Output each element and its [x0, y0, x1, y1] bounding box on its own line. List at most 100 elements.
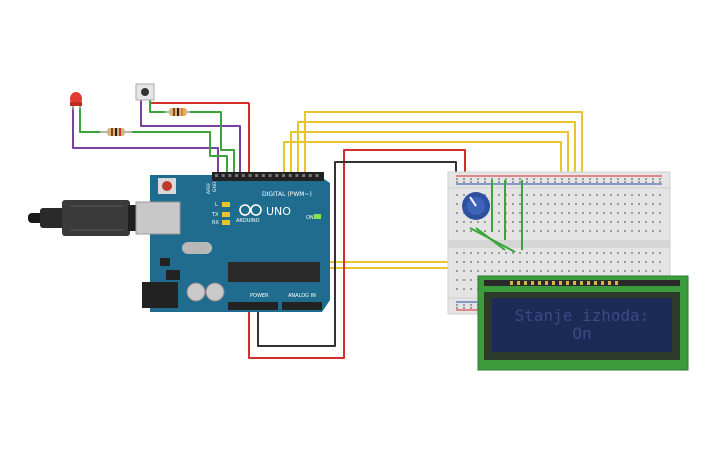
lcd-pin [573, 281, 576, 285]
rail-hole [582, 181, 584, 183]
lcd-pin [559, 281, 562, 285]
terminal-hole [561, 221, 563, 223]
wire-red-5v[interactable] [248, 103, 466, 359]
terminal-hole [652, 221, 654, 223]
terminal-hole [484, 252, 486, 254]
terminal-hole [596, 194, 598, 196]
resistor-led[interactable] [100, 128, 132, 136]
terminal-hole [659, 203, 661, 205]
l-label: L [215, 202, 218, 208]
rail-hole [484, 178, 486, 180]
terminal-hole [547, 230, 549, 232]
terminal-hole [554, 261, 556, 263]
wire-green-led[interactable] [79, 108, 100, 133]
lcd-pin [510, 281, 513, 285]
terminal-hole [596, 270, 598, 272]
terminal-hole [505, 261, 507, 263]
terminal-hole [610, 270, 612, 272]
terminal-hole [624, 270, 626, 272]
terminal-hole [631, 230, 633, 232]
terminal-hole [638, 252, 640, 254]
lcd-module[interactable]: Stanje izhoda: On [477, 275, 689, 371]
analog-header[interactable] [282, 302, 322, 310]
terminal-hole [547, 252, 549, 254]
resistor-button[interactable] [165, 108, 190, 116]
terminal-hole [470, 252, 472, 254]
terminal-hole [645, 203, 647, 205]
lcd-screen [492, 298, 672, 352]
terminal-hole [645, 261, 647, 263]
terminal-hole [603, 194, 605, 196]
rail-hole [470, 304, 472, 306]
terminal-hole [547, 221, 549, 223]
terminal-hole [512, 230, 514, 232]
arduino-board[interactable]: DIGITAL (PWM~) GND AREF L TX RX ARDUINO … [135, 172, 330, 312]
rail-hole [596, 178, 598, 180]
rail-hole [596, 181, 598, 183]
terminal-hole [547, 270, 549, 272]
terminal-hole [617, 203, 619, 205]
led[interactable] [70, 92, 82, 110]
terminal-hole [610, 252, 612, 254]
terminal-hole [554, 203, 556, 205]
terminal-hole [540, 230, 542, 232]
terminal-hole [624, 221, 626, 223]
terminal-hole [505, 270, 507, 272]
terminal-hole [582, 230, 584, 232]
terminal-hole [589, 270, 591, 272]
terminal-hole [512, 221, 514, 223]
power-header[interactable] [228, 302, 278, 310]
potentiometer[interactable] [462, 192, 490, 220]
terminal-hole [645, 194, 647, 196]
terminal-hole [456, 230, 458, 232]
terminal-hole [624, 261, 626, 263]
terminal-hole [631, 212, 633, 214]
reset-button[interactable] [162, 181, 172, 191]
lcd-line-2: On [572, 324, 591, 343]
terminal-hole [512, 270, 514, 272]
wire-black-gnd[interactable] [257, 161, 457, 347]
rail-hole [512, 178, 514, 180]
terminal-hole [540, 261, 542, 263]
terminal-hole [519, 203, 521, 205]
lcd-pin [566, 281, 569, 285]
wire-red-button[interactable] [149, 100, 249, 104]
rail-hole [456, 304, 458, 306]
terminal-hole [463, 252, 465, 254]
pin-hole [308, 174, 312, 177]
pin-hole [241, 174, 245, 177]
terminal-hole [575, 270, 577, 272]
terminal-hole [610, 194, 612, 196]
terminal-hole [624, 203, 626, 205]
rail-hole [645, 178, 647, 180]
wire-green-button-r[interactable] [190, 111, 235, 178]
terminal-hole [610, 221, 612, 223]
terminal-hole [470, 230, 472, 232]
usb-cable[interactable] [28, 200, 138, 236]
terminal-hole [603, 230, 605, 232]
terminal-hole [568, 261, 570, 263]
rail-hole [589, 178, 591, 180]
usb-port [135, 201, 181, 235]
analog-label: ANALOG IN [288, 293, 316, 299]
rail-hole [505, 178, 507, 180]
wire-purple-button[interactable] [140, 98, 241, 178]
terminal-hole [463, 270, 465, 272]
terminal-hole [554, 212, 556, 214]
terminal-hole [470, 279, 472, 281]
terminal-hole [568, 252, 570, 254]
terminal-hole [568, 194, 570, 196]
terminal-hole [547, 194, 549, 196]
digital-header[interactable] [212, 172, 324, 181]
terminal-hole [561, 252, 563, 254]
wire-purple-led[interactable] [72, 108, 219, 172]
terminal-hole [645, 270, 647, 272]
push-button[interactable] [135, 83, 155, 101]
terminal-hole [575, 221, 577, 223]
wire-green-button[interactable] [149, 100, 165, 113]
wire-green-led-r[interactable] [132, 131, 228, 178]
terminal-hole [652, 203, 654, 205]
terminal-hole [533, 230, 535, 232]
terminal-hole [603, 270, 605, 272]
terminal-hole [645, 221, 647, 223]
